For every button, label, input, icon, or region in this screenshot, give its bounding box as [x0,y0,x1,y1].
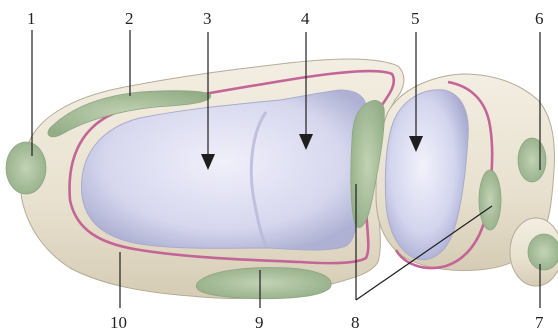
label-3: 3 [203,9,212,28]
label-5: 5 [411,9,420,28]
label-10: 10 [110,313,127,332]
ligament-6 [518,138,546,182]
label-9: 9 [255,313,264,332]
label-8: 8 [351,313,360,332]
label-1: 1 [27,9,36,28]
ligament-8-right [479,170,501,230]
label-7: 7 [535,313,544,332]
label-2: 2 [125,9,134,28]
ligament-7 [528,234,558,270]
label-4: 4 [301,9,310,28]
label-6: 6 [535,9,544,28]
ligament-1 [6,142,46,194]
